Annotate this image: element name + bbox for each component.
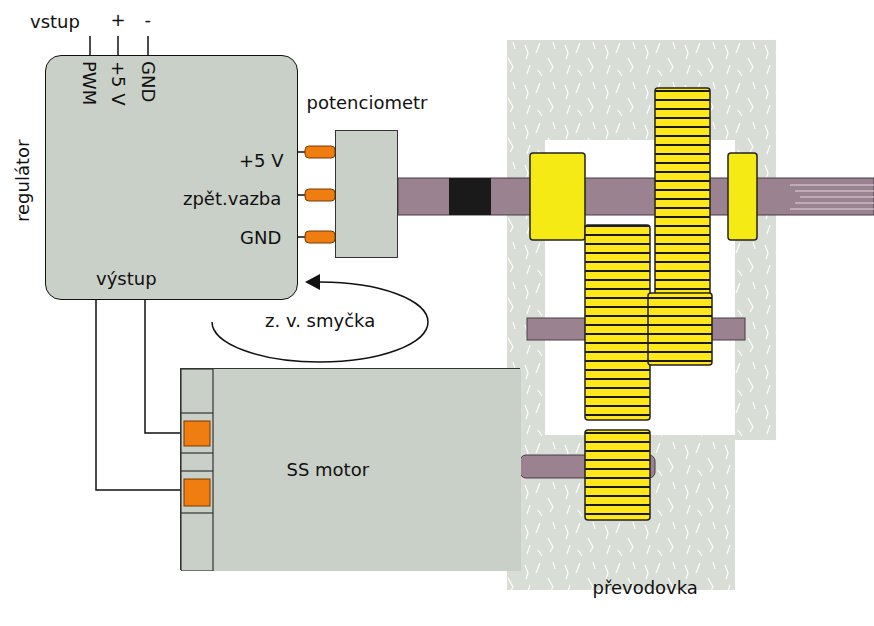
motor-detail (181, 452, 213, 453)
block-title: regulátor (12, 140, 34, 222)
pin-name: +5 V (107, 61, 129, 106)
part-name: potenciometr (307, 92, 428, 114)
motor-detail (181, 412, 213, 413)
intermediate-gear (585, 225, 650, 420)
motor-detail (184, 479, 210, 506)
input-pin-wires (90, 36, 148, 55)
pin-polarity: - (145, 9, 152, 31)
input-label: vstup (30, 11, 80, 33)
signal-name: výstup (96, 268, 157, 290)
intermediate-pinion (648, 293, 712, 365)
gearbox-node: převodovka (507, 40, 776, 590)
output-shaft (398, 178, 874, 215)
pin-polarity: + (111, 9, 126, 31)
potentiometer-box: potenciometr (335, 130, 398, 258)
signal-wire (96, 300, 180, 490)
bearing (530, 153, 585, 240)
motor-detail (181, 470, 213, 471)
pin-name: PWM (78, 61, 100, 105)
shaft-end-lines (790, 185, 874, 209)
pin-name: GND (137, 61, 159, 102)
motor-detail (181, 369, 521, 571)
potentiometer-pins (305, 146, 335, 243)
controller-box: regulátorPWM+5 VGND+5 Vzpět.vazbaGNDvýst… (45, 55, 298, 300)
bearing (728, 153, 757, 240)
signal-wire (145, 300, 180, 433)
motor-pinion (585, 430, 650, 520)
signal-name: zpět.vazba (183, 188, 281, 210)
signal-name: +5 V (239, 150, 284, 172)
gearbox-housing-shape (507, 40, 776, 590)
part-name: SS motor (287, 459, 370, 481)
loop-label: z. v. smyčka (265, 310, 375, 332)
output-gear (655, 88, 710, 305)
feedback-loop-arrowhead (305, 274, 320, 290)
part-name: převodovka (593, 577, 698, 599)
signal-name: GND (240, 227, 281, 249)
shaft-coupling (449, 178, 491, 215)
motor-detail (184, 421, 210, 446)
motor-box: SS motor (180, 368, 520, 570)
motor-detail (181, 369, 213, 571)
motor-detail (181, 512, 213, 513)
